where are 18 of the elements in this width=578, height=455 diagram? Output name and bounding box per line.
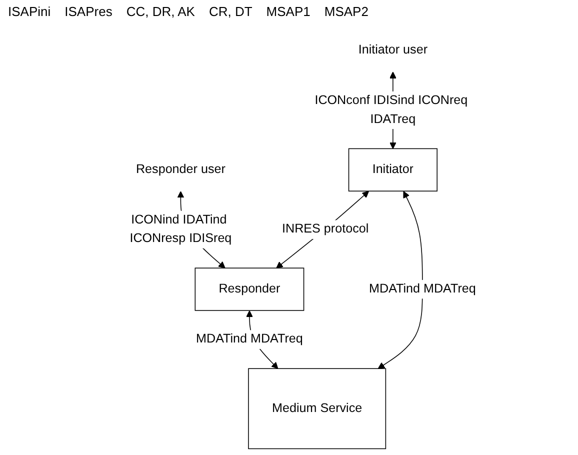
edge-label: MDATind MDATreq [196,332,303,346]
interface-label: MSAP2 [324,4,368,19]
node-text: Initiator user [358,43,428,57]
interface-label: CR, DT [208,4,252,19]
arrow [276,190,369,268]
interface-label: CC, DR, AK [126,4,195,19]
edge-label: ICONconf IDISind ICONreq IDATreq [314,94,468,126]
node-box: Responder [194,268,304,311]
edge-label: ICONind IDATind ICONresp IDISreq [130,213,232,246]
edge-label: MDATind MDATreq [369,282,476,296]
node-box: Initiator [348,148,438,192]
arrow [378,191,423,369]
interface-label: ISAPini [8,4,51,19]
interface-label: ISAPres [64,4,112,19]
interface-label: MSAP1 [266,4,310,19]
edge-label: INRES protocol [282,222,369,236]
node-text: Responder user [136,162,226,176]
node-box: Medium Service [248,368,386,450]
